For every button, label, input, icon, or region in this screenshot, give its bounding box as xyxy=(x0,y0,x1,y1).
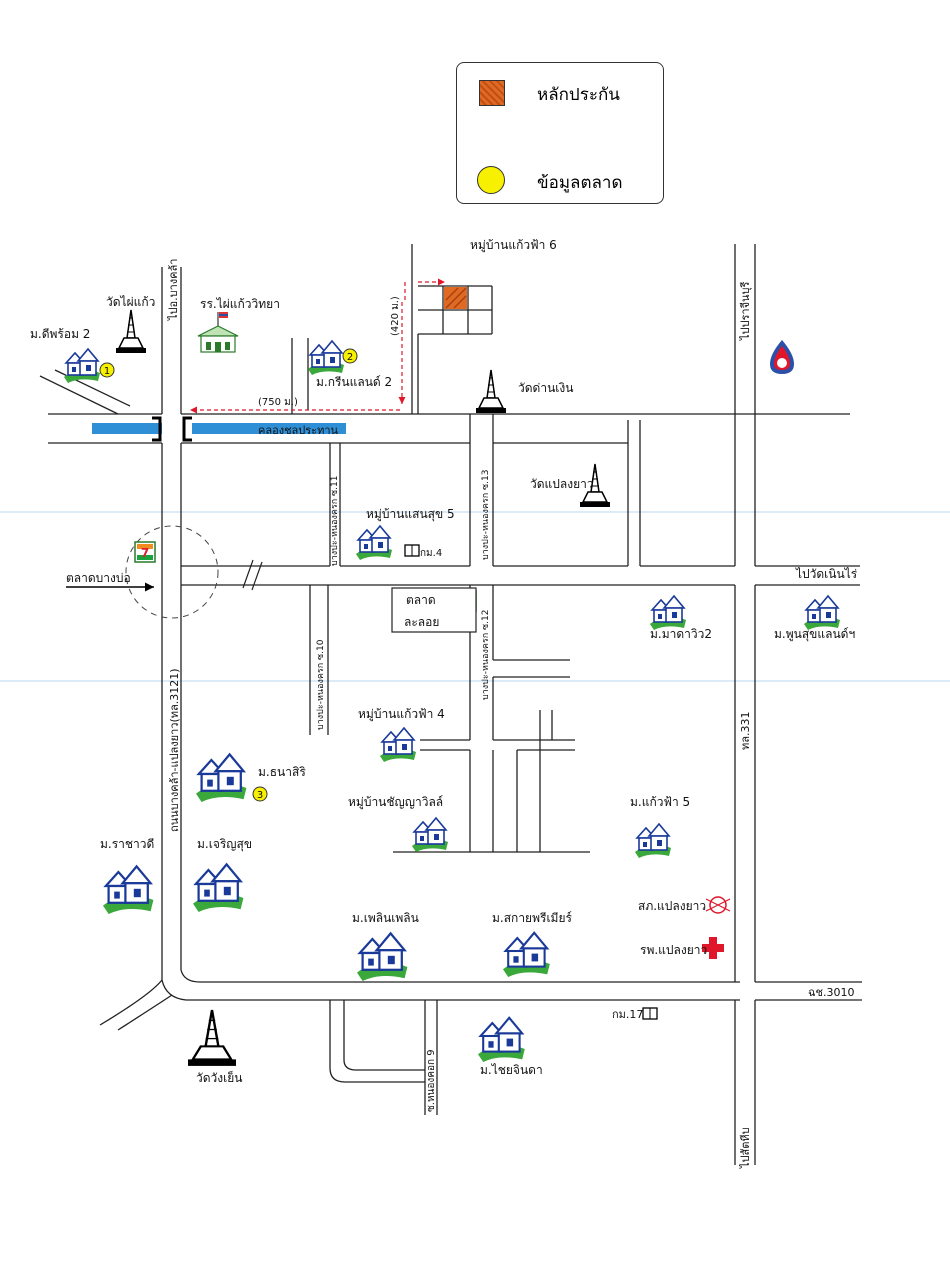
house-icon-sakai-premier xyxy=(501,931,551,979)
legend-box: หลักประกัน ข้อมูลตลาด xyxy=(456,62,664,204)
label-prachinburi: ไปปราจีนบุรี xyxy=(739,281,752,341)
label-lower-soi: ซ.หนองคอก 9 xyxy=(426,1049,437,1112)
label-soi11: บางปะ-หนองครก ซ.11 xyxy=(330,476,340,566)
svg-text:1: 1 xyxy=(104,366,110,377)
house-icon-rachawadee xyxy=(101,865,155,916)
market-marker-1: 1 xyxy=(99,362,115,378)
police-station-icon xyxy=(705,896,731,914)
label-m-poonsuk-land: ม.พูนสุขแลนด์ฯ xyxy=(774,627,855,642)
legend-collateral-label: หลักประกัน xyxy=(537,85,620,105)
canal-left xyxy=(92,423,162,434)
school-icon xyxy=(197,312,239,353)
label-talad-lalory-2: ละลอย xyxy=(404,615,439,629)
label-m-ploenploen: ม.เพลินเพลิน xyxy=(352,911,419,925)
house-icon-chai-chinda xyxy=(476,1016,526,1064)
market-marker-3: 3 xyxy=(252,786,268,802)
label-m-kaeofa5: ม.แก้วฟ้า 5 xyxy=(630,795,690,809)
market-marker-2: 2 xyxy=(342,348,358,364)
wat-phai-kaeo-icon xyxy=(115,309,147,354)
label-talad-lalory-1: ตลาด xyxy=(406,593,436,607)
label-m-green-land2: ม.กรีนแลนด์ 2 xyxy=(316,375,392,389)
svg-text:7: 7 xyxy=(141,546,149,560)
label-wat-plaeng-yao: วัดแปลงยาว xyxy=(530,477,594,491)
label-km17: กม.17 xyxy=(612,1008,643,1021)
house-icon-poonsuk-land xyxy=(803,595,841,631)
house-icon-dee-phrom2 xyxy=(63,348,101,384)
svg-text:3: 3 xyxy=(257,790,263,801)
label-chs3010: ฉช.3010 xyxy=(808,986,854,999)
house-icon-saensuk5 xyxy=(355,525,393,561)
seven-eleven-icon-bangbo: 7 xyxy=(134,541,156,563)
label-school: รร.ไผ่แก้ววิทยา xyxy=(200,297,280,311)
house-icon-green-land2 xyxy=(307,340,345,376)
house-icon-thanasiri xyxy=(194,753,248,804)
label-km4: กม.4 xyxy=(420,548,442,559)
house-icon-ploenploen xyxy=(355,932,409,983)
label-hwy331: ทล.331 xyxy=(739,712,752,750)
label-m-rachawadee: ม.ราชาวดี xyxy=(100,837,154,851)
market-data-dot-icon xyxy=(477,166,505,194)
canal-right xyxy=(192,423,346,434)
label-ro-bang-khla: ไปอ.บางคล้า xyxy=(167,259,180,321)
label-sattahip: ไปสัตหีบ xyxy=(739,1127,752,1169)
house-icon-makaview2 xyxy=(649,595,687,631)
label-mb-chanya: หมู่บ้านชัญญาวิลล์ xyxy=(348,795,443,810)
collateral-swatch-icon xyxy=(479,80,505,106)
label-police: สภ.แปลงยาว xyxy=(638,899,706,913)
bangbo-market-circle xyxy=(125,525,219,619)
km4-post-icon xyxy=(404,544,420,557)
canal-label: คลองชลประทาน xyxy=(258,424,339,437)
label-mb-kaeofa4: หมู่บ้านแก้วฟ้า 4 xyxy=(358,707,445,722)
label-wat-dan-ngoen: วัดด่านเงิน xyxy=(518,381,573,395)
house-icon-chanya xyxy=(411,817,449,853)
label-talad-bangbo: ตลาดบางบ่อ xyxy=(66,571,131,585)
distance-420-label: (420 ม.) xyxy=(390,296,401,336)
km17-post-icon xyxy=(642,1007,658,1020)
house-icon-kaeofa5 xyxy=(634,823,672,859)
label-m-charoensuk: ม.เจริญสุข xyxy=(197,837,252,852)
label-wat-wang-yen: วัดวังเย็น xyxy=(196,1070,242,1085)
legend-market-data-label: ข้อมูลตลาด xyxy=(537,173,623,193)
talad-lalory-box xyxy=(391,587,477,633)
label-m-makaview2: ม.มาดาวิว2 xyxy=(650,627,712,641)
label-soi12: บางปะ-หนองครก ซ.12 xyxy=(481,610,491,700)
ptt-station-icon xyxy=(770,340,794,374)
label-mb-saensuk5: หมู่บ้านแสนสุข 5 xyxy=(366,507,455,522)
house-icon-kaeofa4 xyxy=(379,727,417,763)
label-wat-phai-kaeo: วัดไผ่แก้ว xyxy=(106,295,155,309)
label-soi13: บางปะ-หนองครก ซ.13 xyxy=(481,470,491,560)
distance-750-label: (750 ม.) xyxy=(258,397,298,408)
label-hospital: รพ.แปลงยาว xyxy=(640,943,707,957)
label-bangkhla-plaengyao: ถนนบางคล้า-แปลงยาว(ทล.3121) xyxy=(168,668,181,832)
label-soi10: บางปะ-หนองครก ซ.10 xyxy=(316,639,326,730)
wat-dan-ngoen-icon xyxy=(475,369,507,414)
label-m-chai-chinda: ม.ไชยจินดา xyxy=(480,1063,543,1077)
house-icon-charoensuk xyxy=(191,863,245,914)
wat-wang-yen-icon xyxy=(186,1008,238,1068)
hospital-icon xyxy=(702,937,724,959)
label-m-dee-phrom2: ม.ดีพร้อม 2 xyxy=(30,327,90,341)
svg-text:2: 2 xyxy=(347,352,353,363)
label-wat-noenrai: ไปวัดเนินไร่ xyxy=(795,567,858,581)
label-m-thanasiri: ม.ธนาสิริ xyxy=(258,765,306,779)
label-m-sakai-premier: ม.สกายพรีเมียร์ xyxy=(492,911,572,925)
road-network xyxy=(39,244,862,1165)
label-mb-kaeofa6: หมู่บ้านแก้วฟ้า 6 xyxy=(470,238,557,253)
